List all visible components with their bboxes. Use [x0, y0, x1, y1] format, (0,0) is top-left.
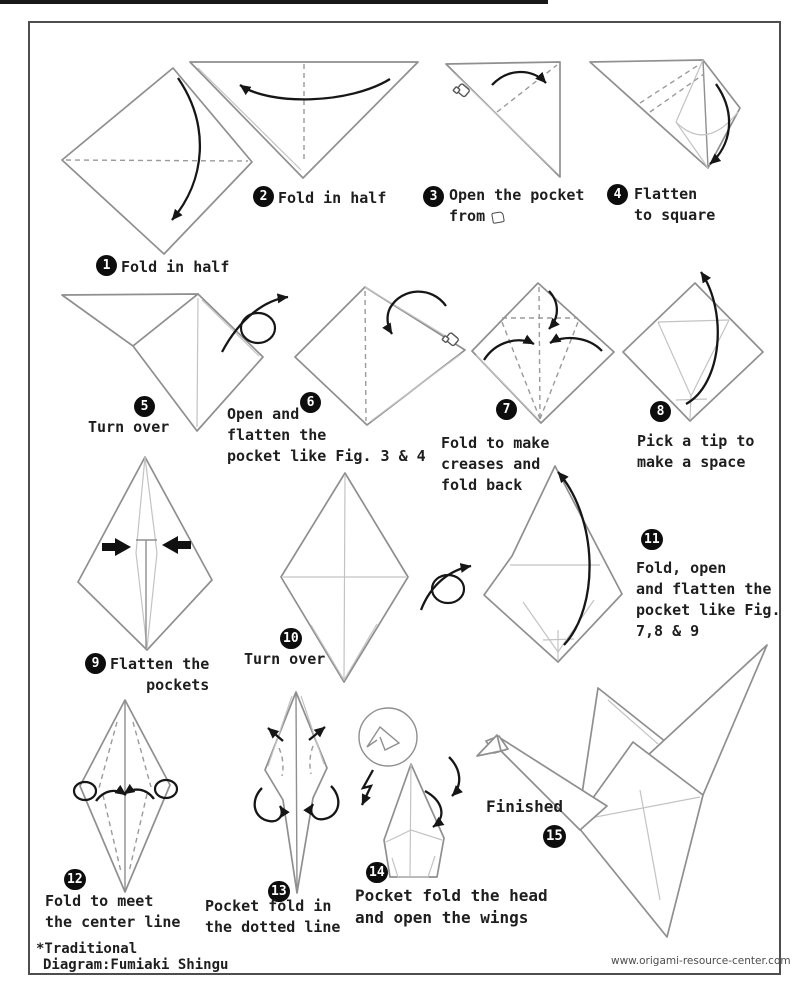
footer-website: www.origami-resource-center.com — [611, 955, 791, 967]
step-4-number-badge: 4 — [607, 184, 628, 205]
step-8-label: Pick a tip to make a space — [637, 432, 755, 471]
step-3-number-badge: 3 — [423, 186, 444, 207]
step-1-number-badge: 1 — [96, 255, 117, 276]
step-6-number-badge: 6 — [300, 392, 321, 413]
step-15-number-badge: 15 — [543, 825, 566, 848]
step-13-label: Pocket fold in the dotted line — [205, 897, 341, 936]
step-12-label: Fold to meet the center line — [45, 892, 181, 931]
step-11-label: Fold, open and flatten the pocket like F… — [636, 559, 781, 640]
step-8-number-badge: 8 — [650, 401, 671, 422]
step-5-number-badge: 5 — [134, 396, 155, 417]
top-border-bar — [0, 0, 548, 4]
step-5-label: Turn over — [88, 418, 170, 436]
step-7-label: Fold to make creases and fold back — [441, 434, 550, 494]
step-7-number-badge: 7 — [496, 399, 517, 420]
step-2-number-badge: 2 — [253, 186, 274, 207]
footer-credit: Diagram:Fumiaki Shingu — [43, 957, 229, 973]
step-10-number-badge: 10 — [280, 628, 302, 649]
diagram-frame — [28, 21, 781, 975]
step-11-number-badge: 11 — [641, 529, 663, 550]
step-6-label: Open and flatten the pocket like Fig. 3 … — [227, 405, 426, 465]
step-14-number-badge: 14 — [366, 862, 388, 883]
step-3-label: Open the pocket from — [449, 186, 585, 225]
step-13-number-badge: 13 — [268, 881, 290, 902]
footer-note: *Traditional — [36, 941, 138, 957]
step-9-label: Flatten the pockets — [110, 655, 210, 694]
step-10-label: Turn over — [244, 650, 326, 668]
step-14-label: Pocket fold the head and open the wings — [355, 886, 548, 927]
step-15-label: Finished — [486, 797, 564, 816]
step-12-number-badge: 12 — [64, 869, 86, 890]
step-1-label: Fold in half — [121, 258, 230, 276]
step-4-label: Flatten to square — [634, 185, 716, 224]
step-9-number-badge: 9 — [85, 653, 106, 674]
step-2-label: Fold in half — [278, 189, 387, 207]
pocket-hand-icon — [491, 211, 505, 224]
